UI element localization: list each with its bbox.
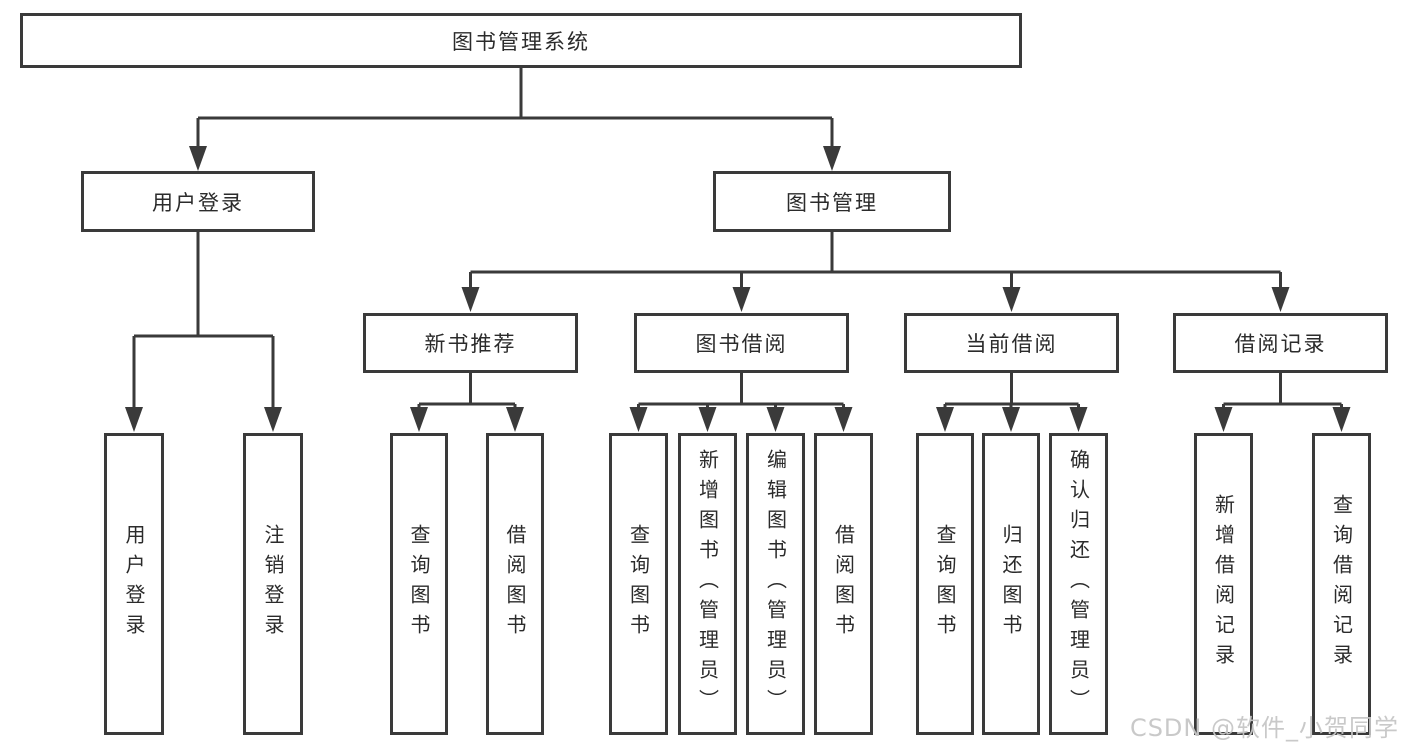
arrowhead-icon [823, 146, 841, 171]
node-book-borrow: 图书借阅 [634, 313, 849, 373]
arrowhead-icon [506, 407, 524, 432]
node-user-login: 用户登录 [81, 171, 315, 232]
arrowhead-icon [1002, 287, 1021, 312]
leaf-user-login-label: 用户登录 [122, 524, 146, 644]
connector-root-to-level2 [196, 66, 834, 150]
leaf-current-query-books: 查询图书 [916, 433, 974, 735]
arrowhead-icon [1332, 407, 1351, 432]
node-book-management: 图书管理 [713, 171, 951, 232]
leaf-borrow-borrow-books: 借阅图书 [814, 433, 873, 735]
leaf-newbook-borrow-books-label: 借阅图书 [503, 524, 527, 644]
connector-records-to-leaves [1222, 373, 1343, 412]
arrowhead-icon [410, 407, 428, 432]
leaf-records-add-record: 新增借阅记录 [1194, 433, 1253, 735]
leaf-current-return-books-label: 归还图书 [999, 524, 1023, 644]
arrowhead-icon [698, 407, 717, 432]
leaf-logout: 注销登录 [243, 433, 303, 735]
leaf-records-query-record-label: 查询借阅记录 [1329, 494, 1354, 674]
leaf-current-return-books: 归还图书 [982, 433, 1040, 735]
leaf-current-query-books-label: 查询图书 [933, 524, 957, 644]
leaf-logout-label: 注销登录 [261, 524, 285, 644]
leaf-borrow-query-books: 查询图书 [609, 433, 668, 735]
connector-bookborrow-to-leaves [637, 373, 845, 412]
arrowhead-icon [264, 407, 282, 432]
arrowhead-icon [766, 407, 785, 432]
connector-bookmgmt-to-level3 [469, 232, 1282, 292]
arrowhead-icon [1271, 287, 1290, 312]
leaf-current-confirm-return-admin: 确认归还（管理员） [1049, 433, 1108, 735]
arrowhead-icon [461, 287, 480, 312]
node-new-book-recommend: 新书推荐 [363, 313, 578, 373]
connector-newbook-to-leaves [417, 373, 517, 412]
node-current-borrow: 当前借阅 [904, 313, 1119, 373]
leaf-borrow-add-books-admin: 新增图书（管理员） [678, 433, 737, 735]
leaf-borrow-borrow-books-label: 借阅图书 [831, 524, 856, 644]
arrowhead-icon [189, 146, 207, 171]
arrowhead-icon [732, 287, 751, 312]
arrowhead-icon [1214, 407, 1233, 432]
arrowhead-icon [1002, 407, 1020, 432]
arrowhead-icon [1069, 407, 1088, 432]
connector-userlogin-to-leaves [132, 232, 275, 412]
arrowhead-icon [834, 407, 853, 432]
leaf-borrow-query-books-label: 查询图书 [626, 524, 651, 644]
leaf-user-login: 用户登录 [104, 433, 164, 735]
leaf-records-query-record: 查询借阅记录 [1312, 433, 1371, 735]
leaf-newbook-query-books-label: 查询图书 [407, 524, 431, 644]
leaf-borrow-edit-books-admin: 编辑图书（管理员） [746, 433, 805, 735]
arrowhead-icon [936, 407, 954, 432]
node-borrow-records: 借阅记录 [1173, 313, 1388, 373]
leaf-current-confirm-return-admin-label: 确认归还（管理员） [1066, 449, 1091, 719]
connector-currentborrow-to-leaves [943, 373, 1080, 412]
leaf-newbook-borrow-books: 借阅图书 [486, 433, 544, 735]
leaf-newbook-query-books: 查询图书 [390, 433, 448, 735]
leaf-borrow-add-books-admin-label: 新增图书（管理员） [695, 449, 720, 719]
leaf-records-add-record-label: 新增借阅记录 [1211, 494, 1236, 674]
arrowhead-icon [629, 407, 648, 432]
arrowhead-icon [125, 407, 143, 432]
leaf-borrow-edit-books-admin-label: 编辑图书（管理员） [763, 449, 788, 719]
node-root: 图书管理系统 [20, 13, 1022, 68]
